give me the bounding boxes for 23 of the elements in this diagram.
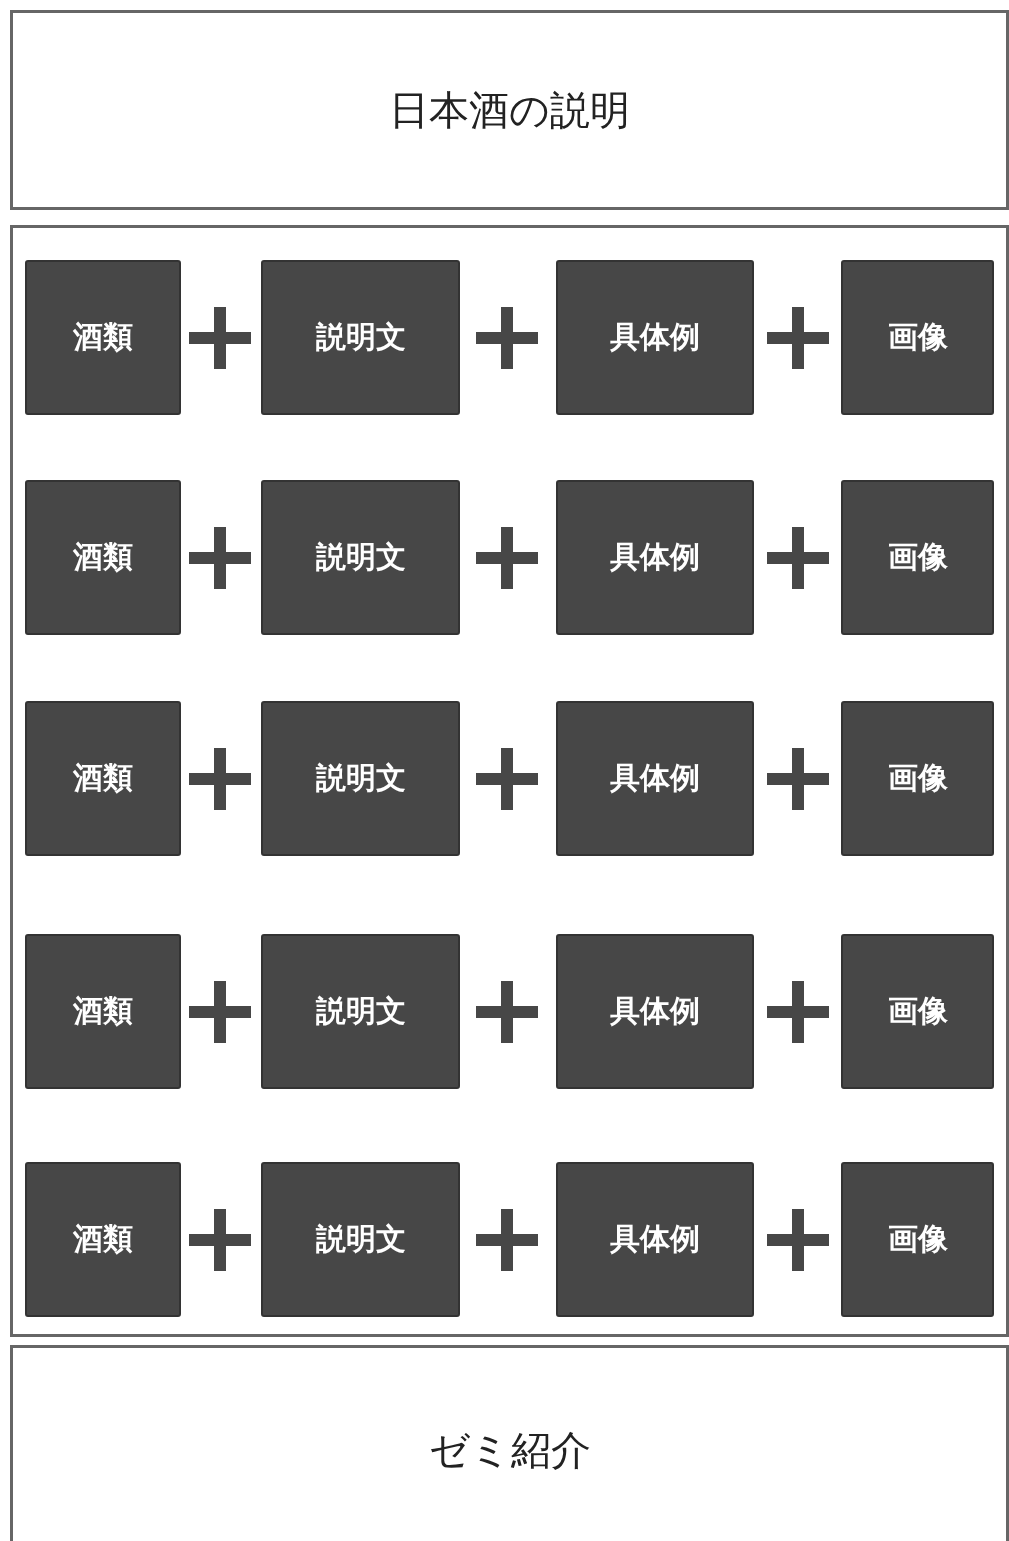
content-block: 具体例 — [556, 701, 754, 856]
content-block: 酒類 — [25, 701, 181, 856]
content-block: 画像 — [841, 480, 994, 635]
content-block: 説明文 — [261, 260, 460, 415]
content-block: 画像 — [841, 1162, 994, 1317]
content-block: 具体例 — [556, 480, 754, 635]
content-block: 具体例 — [556, 1162, 754, 1317]
panel — [10, 225, 1009, 1337]
content-block: 画像 — [841, 260, 994, 415]
section-box: 日本酒の説明 — [10, 10, 1009, 210]
content-block: 具体例 — [556, 934, 754, 1089]
content-block: 画像 — [841, 701, 994, 856]
content-block: 説明文 — [261, 480, 460, 635]
content-block: 酒類 — [25, 260, 181, 415]
content-block: 酒類 — [25, 934, 181, 1089]
content-block: 酒類 — [25, 1162, 181, 1317]
content-block: 説明文 — [261, 701, 460, 856]
content-block: 説明文 — [261, 1162, 460, 1317]
content-block: 酒類 — [25, 480, 181, 635]
content-block: 画像 — [841, 934, 994, 1089]
section-box: ゼミ紹介 — [10, 1345, 1009, 1541]
content-block: 説明文 — [261, 934, 460, 1089]
content-block: 具体例 — [556, 260, 754, 415]
